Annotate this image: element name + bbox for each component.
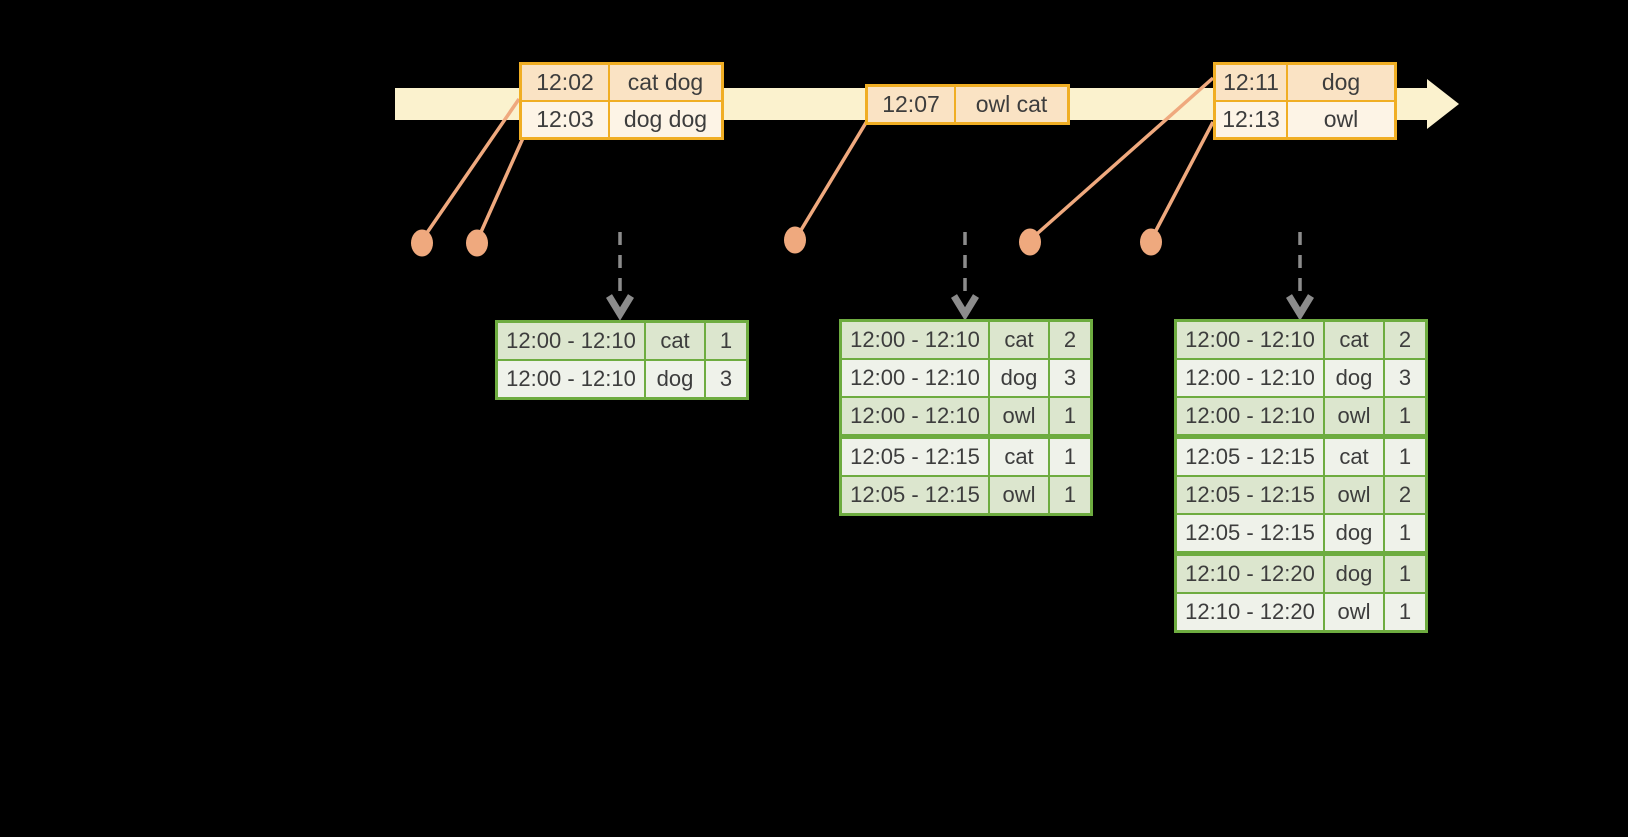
count-cell: 2 xyxy=(1050,322,1090,358)
event-box-3: 12:11 dog 12:13 owl xyxy=(1213,62,1397,140)
word-cell: owl xyxy=(1325,398,1383,434)
table-row: 12:00 - 12:10 owl 1 xyxy=(1177,398,1425,434)
window-cell: 12:10 - 12:20 xyxy=(1177,594,1323,630)
word-cell: cat xyxy=(990,322,1048,358)
count-cell: 1 xyxy=(1385,439,1425,475)
result-table-2: 12:00 - 12:10 cat 2 12:00 - 12:10 dog 3 … xyxy=(839,319,1093,516)
window-cell: 12:00 - 12:10 xyxy=(1177,322,1323,358)
event-dot-icon xyxy=(411,229,433,257)
event-time: 12:03 xyxy=(536,106,594,132)
window-cell: 12:00 - 12:10 xyxy=(842,360,988,396)
table-row: 12:05 - 12:15 cat 1 xyxy=(842,439,1090,475)
table-row: 12:00 - 12:10 cat 1 xyxy=(498,323,746,359)
table-row: 12:05 - 12:15 owl 1 xyxy=(842,477,1090,513)
word-cell: dog xyxy=(1325,360,1383,396)
count-cell: 1 xyxy=(706,323,746,359)
word-cell: cat xyxy=(1325,439,1383,475)
event-row: 12:03 dog dog xyxy=(522,100,721,137)
table-row: 12:00 - 12:10 cat 2 xyxy=(842,322,1090,358)
window-cell: 12:00 - 12:10 xyxy=(498,323,644,359)
result-table-1: 12:00 - 12:10 cat 1 12:00 - 12:10 dog 3 xyxy=(495,320,749,400)
count-cell: 3 xyxy=(1385,360,1425,396)
table-row: 12:00 - 12:10 dog 3 xyxy=(498,361,746,397)
word-cell: owl xyxy=(1325,477,1383,513)
count-cell: 1 xyxy=(1385,594,1425,630)
event-row: 12:07 owl cat xyxy=(868,87,1067,122)
table-row: 12:10 - 12:20 dog 1 xyxy=(1177,556,1425,592)
window-cell: 12:05 - 12:15 xyxy=(842,477,988,513)
timeline-arrowhead-icon xyxy=(1427,79,1459,129)
count-cell: 2 xyxy=(1385,322,1425,358)
event-connector-line xyxy=(1149,121,1215,241)
event-connector-line xyxy=(475,137,525,242)
table-row: 12:00 - 12:10 owl 1 xyxy=(842,398,1090,434)
event-dot-icon xyxy=(784,226,806,254)
word-cell: owl xyxy=(990,398,1048,434)
count-cell: 1 xyxy=(1050,398,1090,434)
event-box-1: 12:02 cat dog 12:03 dog dog xyxy=(519,62,724,140)
word-cell: cat xyxy=(646,323,704,359)
count-cell: 1 xyxy=(1050,477,1090,513)
event-row: 12:11 dog xyxy=(1216,65,1394,100)
table-row: 12:05 - 12:15 dog 1 xyxy=(1177,515,1425,551)
table-row: 12:10 - 12:20 owl 1 xyxy=(1177,594,1425,630)
trigger-arrowhead-icon xyxy=(951,294,979,321)
event-words: dog xyxy=(1286,65,1394,100)
count-cell: 1 xyxy=(1385,515,1425,551)
event-connector-line xyxy=(793,120,869,241)
event-row: 12:02 cat dog xyxy=(522,65,721,100)
word-cell: cat xyxy=(990,439,1048,475)
event-box-2: 12:07 owl cat xyxy=(865,84,1070,125)
window-cell: 12:00 - 12:10 xyxy=(498,361,644,397)
word-cell: dog xyxy=(990,360,1048,396)
trigger-arrowhead-icon xyxy=(606,294,634,321)
word-cell: owl xyxy=(1325,594,1383,630)
count-cell: 1 xyxy=(1385,556,1425,592)
event-row: 12:13 owl xyxy=(1216,100,1394,137)
count-cell: 1 xyxy=(1050,439,1090,475)
table-row: 12:00 - 12:10 cat 2 xyxy=(1177,322,1425,358)
window-cell: 12:05 - 12:15 xyxy=(1177,439,1323,475)
word-cell: dog xyxy=(1325,556,1383,592)
count-cell: 3 xyxy=(1050,360,1090,396)
window-cell: 12:10 - 12:20 xyxy=(1177,556,1323,592)
trigger-arrowhead-icon xyxy=(1286,294,1314,321)
window-cell: 12:00 - 12:10 xyxy=(1177,398,1323,434)
window-cell: 12:00 - 12:10 xyxy=(842,398,988,434)
window-cell: 12:00 - 12:10 xyxy=(1177,360,1323,396)
event-time: 12:11 xyxy=(1223,69,1279,95)
event-time: 12:13 xyxy=(1222,106,1280,132)
word-cell: dog xyxy=(1325,515,1383,551)
event-dot-icon xyxy=(1019,228,1041,256)
count-cell: 1 xyxy=(1385,398,1425,434)
table-row: 12:05 - 12:15 cat 1 xyxy=(1177,439,1425,475)
count-cell: 3 xyxy=(706,361,746,397)
event-dot-icon xyxy=(1140,228,1162,256)
result-table-3: 12:00 - 12:10 cat 2 12:00 - 12:10 dog 3 … xyxy=(1174,319,1428,633)
event-dot-icon xyxy=(466,229,488,257)
window-cell: 12:00 - 12:10 xyxy=(842,322,988,358)
window-cell: 12:05 - 12:15 xyxy=(1177,515,1323,551)
table-row: 12:00 - 12:10 dog 3 xyxy=(842,360,1090,396)
table-row: 12:05 - 12:15 owl 2 xyxy=(1177,477,1425,513)
event-words: owl cat xyxy=(954,87,1067,122)
count-cell: 2 xyxy=(1385,477,1425,513)
event-words: dog dog xyxy=(608,102,721,137)
window-cell: 12:05 - 12:15 xyxy=(842,439,988,475)
word-cell: cat xyxy=(1325,322,1383,358)
event-time: 12:02 xyxy=(536,69,594,95)
window-cell: 12:05 - 12:15 xyxy=(1177,477,1323,513)
event-connector-line xyxy=(420,98,521,241)
word-cell: dog xyxy=(646,361,704,397)
event-words: owl xyxy=(1286,102,1394,137)
event-words: cat dog xyxy=(608,65,721,100)
word-cell: owl xyxy=(990,477,1048,513)
event-time: 12:07 xyxy=(882,91,940,117)
table-row: 12:00 - 12:10 dog 3 xyxy=(1177,360,1425,396)
